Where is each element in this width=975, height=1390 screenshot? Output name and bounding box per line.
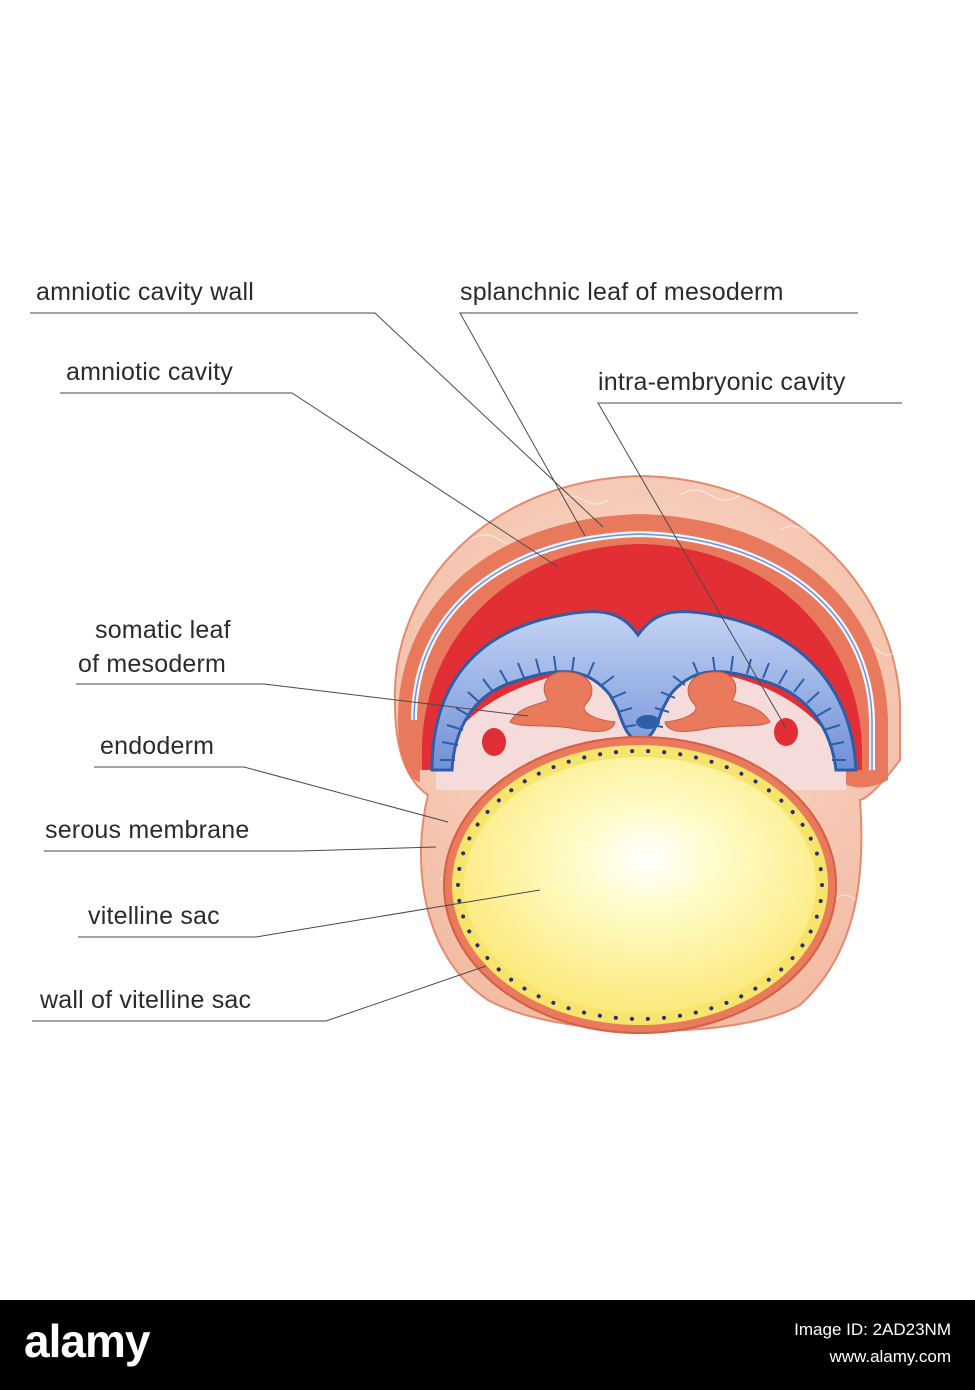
leader-serous-membrane bbox=[44, 846, 437, 852]
label-amniotic-cavity: amniotic cavity bbox=[66, 358, 233, 386]
label-somatic-leaf-line1: somatic leaf bbox=[95, 616, 231, 644]
site-url: www.alamy.com bbox=[829, 1347, 951, 1366]
leader-lines bbox=[30, 312, 902, 1022]
leader-somatic-leaf bbox=[76, 683, 529, 717]
leader-amniotic-cavity bbox=[60, 392, 559, 568]
label-somatic-leaf-line2: of mesoderm bbox=[78, 650, 227, 678]
leader-amniotic-cavity-wall bbox=[30, 312, 604, 528]
neural-cell-ticks bbox=[440, 655, 846, 761]
tissue-texture bbox=[419, 489, 899, 901]
somatic-mesoderm-left bbox=[509, 671, 616, 732]
label-serous-membrane: serous membrane bbox=[45, 816, 250, 844]
leader-splanchnic-leaf bbox=[459, 312, 858, 537]
label-intra-embryonic-cavity: intra-embryonic cavity bbox=[598, 368, 846, 396]
image-id: Image ID: 2AD23NM bbox=[794, 1320, 951, 1339]
label-wall-of-vitelline-sac: wall of vitelline sac bbox=[40, 986, 252, 1014]
vitelline-dots bbox=[456, 749, 824, 1021]
vitelline-sac-yolk bbox=[464, 757, 816, 1013]
brand-logo: alamy bbox=[24, 1315, 150, 1367]
label-splanchnic-leaf: splanchnic leaf of mesoderm bbox=[460, 278, 784, 306]
leader-endoderm bbox=[94, 766, 449, 823]
leader-intra-embryonic-cavity bbox=[597, 402, 902, 729]
leader-vitelline-sac bbox=[78, 889, 541, 938]
label-vitelline-sac: vitelline sac bbox=[88, 902, 220, 930]
neural-plate-shape bbox=[430, 610, 858, 772]
somatic-mesoderm-right bbox=[664, 671, 771, 732]
label-amniotic-cavity-wall: amniotic cavity wall bbox=[36, 278, 254, 306]
leader-wall-of-vitelline-sac bbox=[32, 965, 487, 1022]
notochord bbox=[636, 715, 660, 729]
footer-bar: alamy Image ID: 2AD23NM www.alamy.com bbox=[0, 1300, 975, 1390]
label-endoderm: endoderm bbox=[100, 732, 215, 760]
intra-embryonic-cavity-left bbox=[482, 728, 506, 756]
intra-embryonic-cavity-right bbox=[774, 718, 798, 746]
embryo-cross-section-diagram bbox=[30, 312, 902, 1034]
